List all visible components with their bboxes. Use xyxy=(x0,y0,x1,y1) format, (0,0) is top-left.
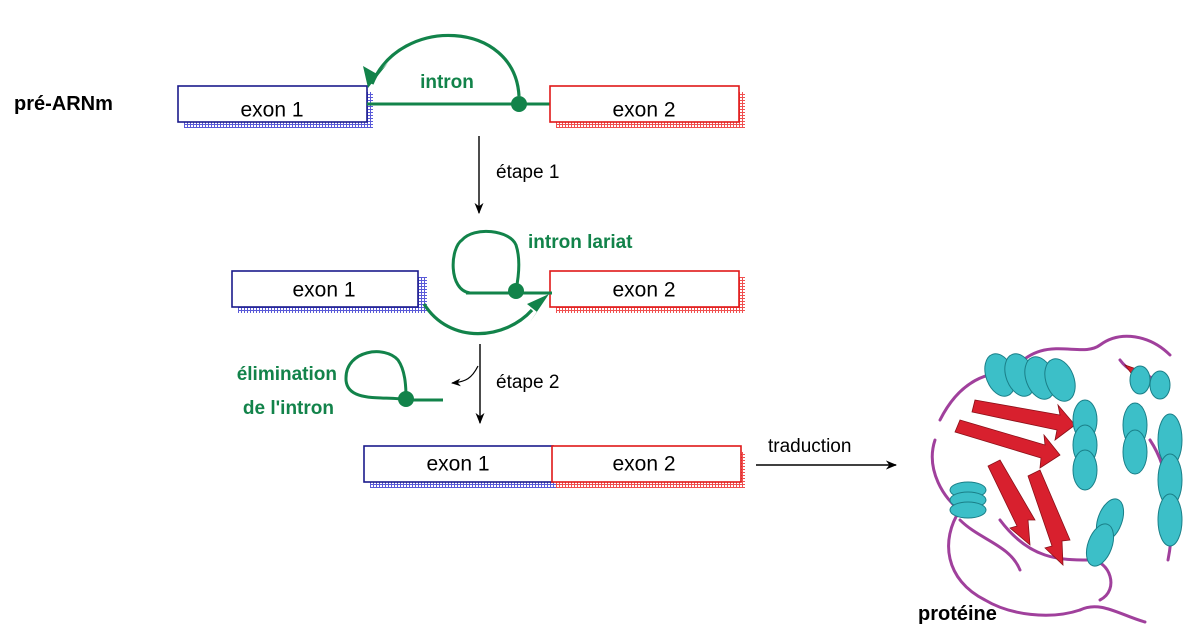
first-attack-arrow xyxy=(370,33,521,97)
exon2-label-row3: exon 2 xyxy=(612,453,675,476)
pre-mrna-label: pré-ARNm xyxy=(14,93,113,115)
elimination-label-line1: élimination xyxy=(237,364,337,385)
second-attack-arrowhead xyxy=(527,294,549,322)
exon1-label-row2: exon 1 xyxy=(292,279,355,302)
intron-lariat-label: intron lariat xyxy=(528,232,633,253)
exon1-box-row1: exon 1 xyxy=(177,85,373,128)
intron-label: intron xyxy=(420,72,474,93)
translation-label: traduction xyxy=(768,436,851,457)
branch-point-dot xyxy=(511,96,527,112)
exon2-box-row2: exon 2 xyxy=(549,270,745,313)
exon1-box-row2: exon 1 xyxy=(231,270,427,313)
elimination-label-line2: de l'intron xyxy=(243,398,334,419)
exon1-label-row3: exon 1 xyxy=(426,453,489,476)
step2-label: étape 2 xyxy=(496,372,559,393)
second-attack-arrow xyxy=(422,303,534,336)
exon1-label-row1: exon 1 xyxy=(240,99,303,122)
lariat-loop xyxy=(451,229,521,295)
first-attack-arrowhead xyxy=(363,63,388,88)
eliminated-lariat-loop xyxy=(344,350,408,402)
exon2-box-row1: exon 2 xyxy=(549,85,745,128)
protein-label: protéine xyxy=(918,603,997,625)
protein-structure-image xyxy=(930,334,1183,624)
elimination-arrow xyxy=(451,365,479,387)
exon2-label-row1: exon 2 xyxy=(612,99,675,122)
exon1-box-row3: exon 1 xyxy=(363,445,559,488)
exon2-label-row2: exon 2 xyxy=(612,279,675,302)
step1-label: étape 1 xyxy=(496,162,559,183)
exon2-box-row3: exon 2 xyxy=(551,445,745,488)
eliminated-branch-dot xyxy=(398,391,414,407)
lariat-branch-dot xyxy=(508,283,524,299)
